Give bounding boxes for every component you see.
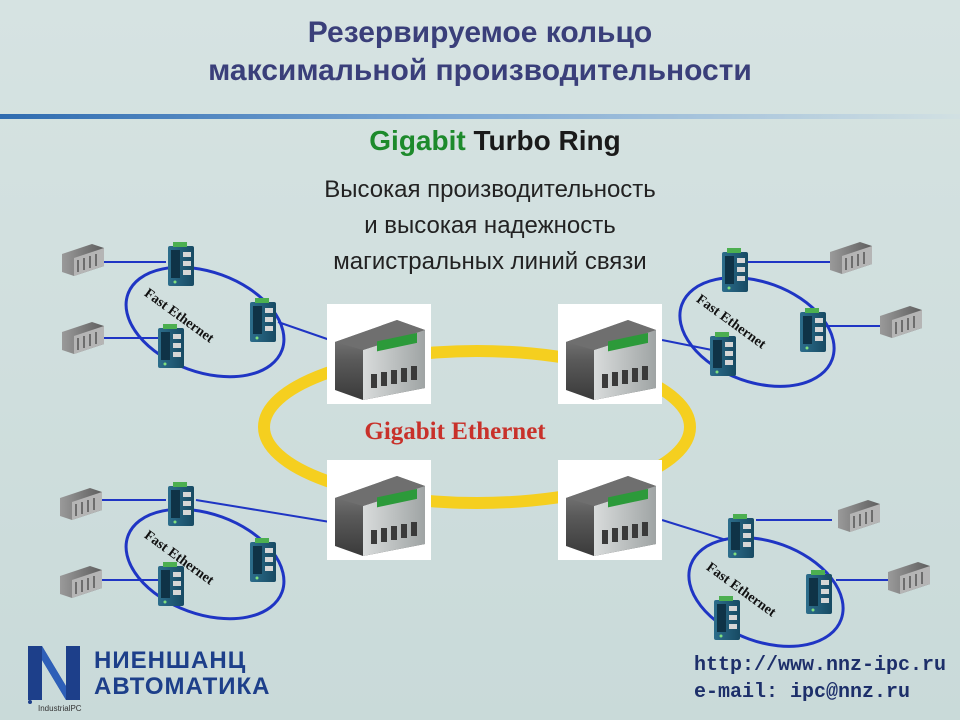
logo-subtitle: IndustrialPC [38, 704, 82, 713]
gigabit-device-top-right [558, 304, 662, 404]
plc-bl-2 [59, 565, 103, 599]
subtitle-turbo-ring: Turbo Ring [465, 125, 621, 156]
company-name: НИЕНШАНЦ АВТОМАТИКА [94, 648, 271, 700]
website-link[interactable]: http://www.nnz-ipc.ru [693, 654, 946, 677]
contacts: http://www.nnz-ipc.ru e-mail: ipc@nnz.ru [694, 652, 946, 706]
subtitle: Gigabit Turbo Ring [0, 124, 960, 158]
plc-br-1 [837, 499, 881, 533]
switch-tr-3 [710, 332, 736, 376]
fast-ethernet-ring-bottom-left [124, 507, 286, 621]
switch-bl-2 [250, 538, 276, 582]
switch-tl-1 [168, 242, 194, 286]
plc-tl-1 [61, 243, 105, 277]
company-logo-icon [28, 646, 80, 704]
fast-ethernet-ring-bottom-right [687, 536, 845, 648]
switch-br-1 [728, 514, 754, 558]
network-links [96, 261, 888, 581]
gigabit-device-bottom-right [558, 460, 662, 560]
switch-br-3 [714, 596, 740, 640]
switch-bl-1 [168, 482, 194, 526]
description-line-3: магистральных линий связи [333, 248, 647, 275]
plc-tr-2 [879, 305, 923, 339]
switch-tr-2 [800, 308, 826, 352]
title-line-2: максимальной производительности [208, 54, 752, 87]
company-name-line-2: АВТОМАТИКА [94, 673, 271, 700]
title-line-1: Резервируемое кольцо [307, 16, 653, 49]
switch-br-2 [806, 570, 832, 614]
switch-tl-2 [250, 298, 276, 342]
fast-ethernet-ring-top-right [678, 276, 836, 388]
description-line-1: Высокая производительность [324, 176, 656, 203]
page-title: Резервируемое кольцо максимальной произв… [0, 14, 960, 90]
plc-br-2 [887, 561, 931, 595]
switch-tl-3 [158, 324, 184, 368]
email-link[interactable]: e-mail: ipc@nnz.ru [693, 681, 910, 704]
company-name-line-1: НИЕНШАНЦ [94, 647, 247, 674]
plc-tr-1 [829, 241, 873, 275]
plc-bl-1 [59, 487, 103, 521]
description: Высокая производительность и высокая над… [220, 172, 760, 280]
header-divider [0, 114, 960, 119]
plc-tl-2 [61, 321, 105, 355]
gigabit-device-top-left [327, 304, 431, 404]
subtitle-gigabit: Gigabit [369, 125, 466, 156]
description-line-2: и высокая надежность [364, 212, 616, 239]
gigabit-ring [258, 345, 696, 509]
fast-ethernet-ring-top-left [124, 265, 286, 379]
gigabit-ethernet-label: Gigabit Ethernet [364, 418, 546, 445]
gigabit-device-bottom-left [327, 460, 431, 560]
switch-tr-1 [722, 248, 748, 292]
